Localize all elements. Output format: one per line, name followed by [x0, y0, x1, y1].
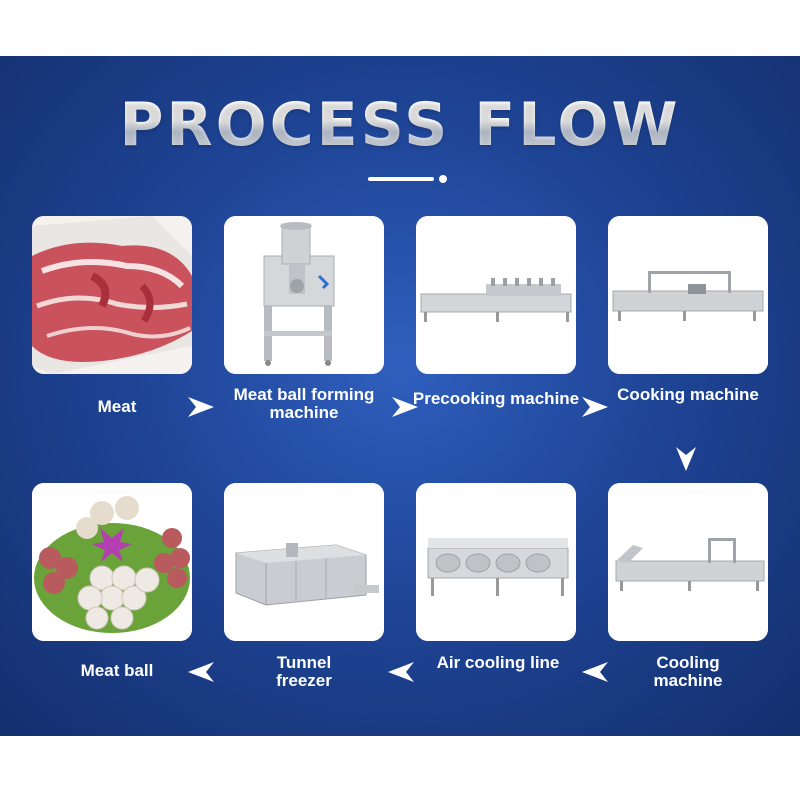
raw-meat-photo: [32, 216, 192, 374]
step-label-cooking-machine: Cooking machine: [617, 385, 759, 404]
arrow-right-icon: [186, 395, 216, 419]
step-label-meat-ball: Meat ball: [80, 661, 154, 680]
step-label-cooling-machine: Cooling machine: [653, 653, 723, 690]
arrow-right-icon: [580, 395, 610, 419]
step-label-tunnel-freezer: Tunnel freezer: [276, 653, 332, 690]
step-card-forming-machine: [224, 216, 384, 374]
title-underline-dot: [439, 175, 447, 183]
cooling-machine-photo: [608, 483, 768, 641]
precooking-machine-photo: [416, 216, 576, 374]
title-underline: [368, 177, 434, 181]
page-title: PROCESS FLOW: [0, 90, 800, 160]
arrow-left-icon: [580, 660, 610, 684]
step-card-precooking-machine: [416, 216, 576, 374]
arrow-right-icon: [390, 395, 420, 419]
step-card-meat-ball: [32, 483, 192, 641]
air-cooling-line-photo: [416, 483, 576, 641]
step-card-cooling-machine: [608, 483, 768, 641]
arrow-down-icon: [674, 445, 698, 473]
tunnel-freezer-photo: [224, 483, 384, 641]
step-card-cooking-machine: [608, 216, 768, 374]
meat-ball-photo: [32, 483, 192, 641]
step-label-meat: Meat: [97, 397, 137, 416]
step-card-air-cooling-line: [416, 483, 576, 641]
step-label-forming-machine: Meat ball forming machine: [233, 385, 375, 422]
step-label-precooking-machine: Precooking machine: [412, 389, 580, 408]
step-card-tunnel-freezer: [224, 483, 384, 641]
step-card-meat: [32, 216, 192, 374]
cooking-machine-photo: [608, 216, 768, 374]
forming-machine-photo: [224, 216, 384, 374]
arrow-left-icon: [186, 660, 216, 684]
arrow-left-icon: [386, 660, 416, 684]
step-label-air-cooling-line: Air cooling line: [436, 653, 560, 672]
